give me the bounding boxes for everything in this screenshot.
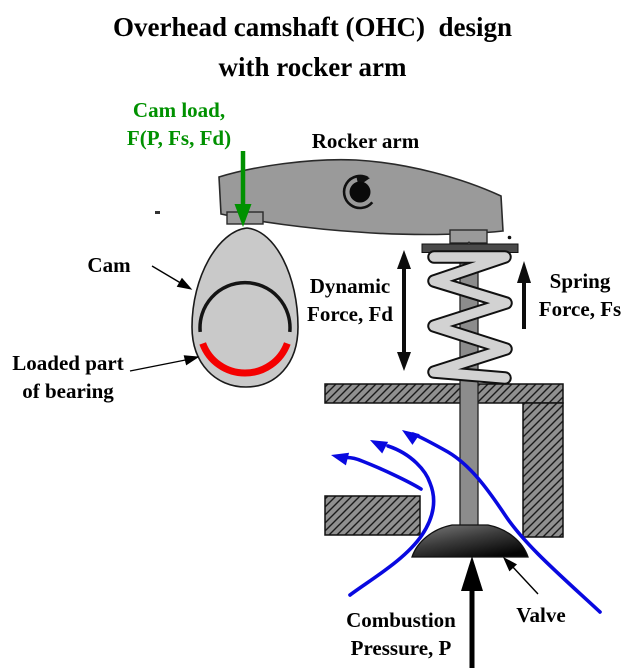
valve-leader-arrow	[502, 556, 539, 595]
cylinder-head-hatch-lower-left	[324, 495, 421, 536]
dynamic-force-label: Dynamic Force, Fd	[307, 274, 393, 326]
cylinder-head-hatch-right	[522, 402, 564, 538]
spring-force-arrow-icon	[517, 261, 531, 329]
cam-load-label: Cam load, F(P, Fs, Fd)	[126, 98, 232, 150]
artifact-dot-left	[155, 211, 160, 214]
valve-spring	[429, 252, 511, 383]
cam-shape	[191, 227, 299, 388]
rocker-arm-label: Rocker arm	[311, 129, 420, 153]
valve-label: Valve	[516, 603, 566, 627]
dynamic-force-arrow-icon	[397, 250, 411, 371]
rocker-right-pad	[449, 229, 488, 244]
leader-arrows	[129, 265, 539, 595]
artifact-dot-right	[507, 235, 512, 240]
title-line-1: Overhead camshaft (OHC) design	[113, 12, 512, 42]
valve-head	[411, 524, 529, 558]
loaded-part-label: Loaded part of bearing	[12, 351, 124, 403]
loaded-part-leader-arrow	[129, 355, 200, 372]
cam-label: Cam	[87, 253, 131, 277]
spring-force-label: Spring Force, Fs	[538, 269, 622, 321]
combustion-pressure-label: Combustion Pressure, P	[346, 608, 456, 660]
bearing-loaded-arc	[199, 342, 291, 377]
flow-arrow-left-icon	[345, 455, 423, 491]
cam-load-arrow-icon	[234, 204, 252, 227]
gas-flow-arrowheads	[331, 430, 420, 466]
title-line-2: with rocker arm	[218, 51, 407, 82]
flow-arrow-middle-icon	[348, 444, 436, 597]
cylinder-head-hatch-top	[324, 383, 564, 404]
combustion-pressure-arrow-icon	[461, 556, 483, 668]
pivot-icon	[349, 181, 371, 203]
page-title: Overhead camshaft (OHC) design with rock…	[0, 8, 625, 88]
bearing-circle	[198, 280, 292, 333]
cam-leader-arrow	[151, 265, 193, 290]
flow-arrow-right-icon	[411, 432, 602, 614]
gas-flow-arrows	[345, 432, 602, 614]
